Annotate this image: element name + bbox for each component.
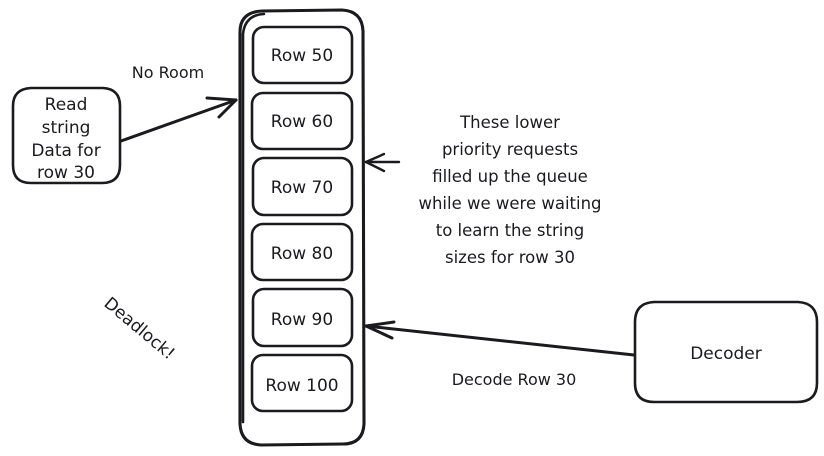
read-request-label-line-1: string — [42, 118, 91, 138]
queue-item-label-0: Row 50 — [271, 46, 333, 66]
queue-item-shapes — [250, 25, 354, 413]
queue-item-labels: Row 50 Row 60 Row 70 Row 80 Row 90 Row 1… — [265, 46, 338, 396]
queue-item-shape-5[interactable] — [250, 353, 354, 413]
queue-item-label-4: Row 90 — [271, 310, 333, 330]
queue-item-shape-2[interactable] — [251, 156, 354, 217]
queue-note-line-1: priority requests — [442, 140, 578, 159]
decode-row-connector — [364, 320, 636, 357]
read-request-label-line-3: row 30 — [37, 163, 95, 183]
queue-note-line-3: while we were waiting — [418, 194, 601, 213]
decode-row-edge-label: Decode Row 30 — [452, 370, 577, 389]
decoder-shape[interactable] — [633, 300, 819, 404]
queue-note-connector — [364, 152, 401, 173]
queue-item-shape-3[interactable] — [250, 222, 354, 282]
deadlock-label: Deadlock! — [100, 294, 179, 365]
read-request-shape[interactable] — [11, 86, 122, 185]
queue-item-shape-4[interactable] — [251, 287, 354, 348]
request-queue-container — [238, 8, 366, 447]
queue-item-shape-1[interactable] — [250, 91, 354, 151]
queue-note-line-2: filled up the queue — [432, 167, 588, 186]
decoder-label: Decoder — [690, 344, 762, 364]
read-request-label: Read string Data for row 30 — [31, 95, 100, 183]
queue-item-label-1: Row 60 — [271, 112, 333, 132]
queue-item-label-2: Row 70 — [271, 178, 333, 198]
queue-item-label-3: Row 80 — [271, 244, 333, 264]
queue-note-text: These lower priority requests filled up … — [418, 113, 601, 267]
queue-item-shape-0[interactable] — [251, 25, 354, 85]
read-request-label-line-0: Read — [45, 95, 88, 115]
no-room-edge-label: No Room — [132, 63, 204, 82]
queue-item-label-5: Row 100 — [265, 376, 338, 396]
queue-note-line-5: sizes for row 30 — [445, 248, 575, 267]
queue-note-line-0: These lower — [459, 113, 560, 132]
no-room-connector — [119, 96, 238, 143]
read-request-label-line-2: Data for — [31, 141, 100, 161]
queue-note-line-4: to learn the string — [436, 221, 585, 240]
